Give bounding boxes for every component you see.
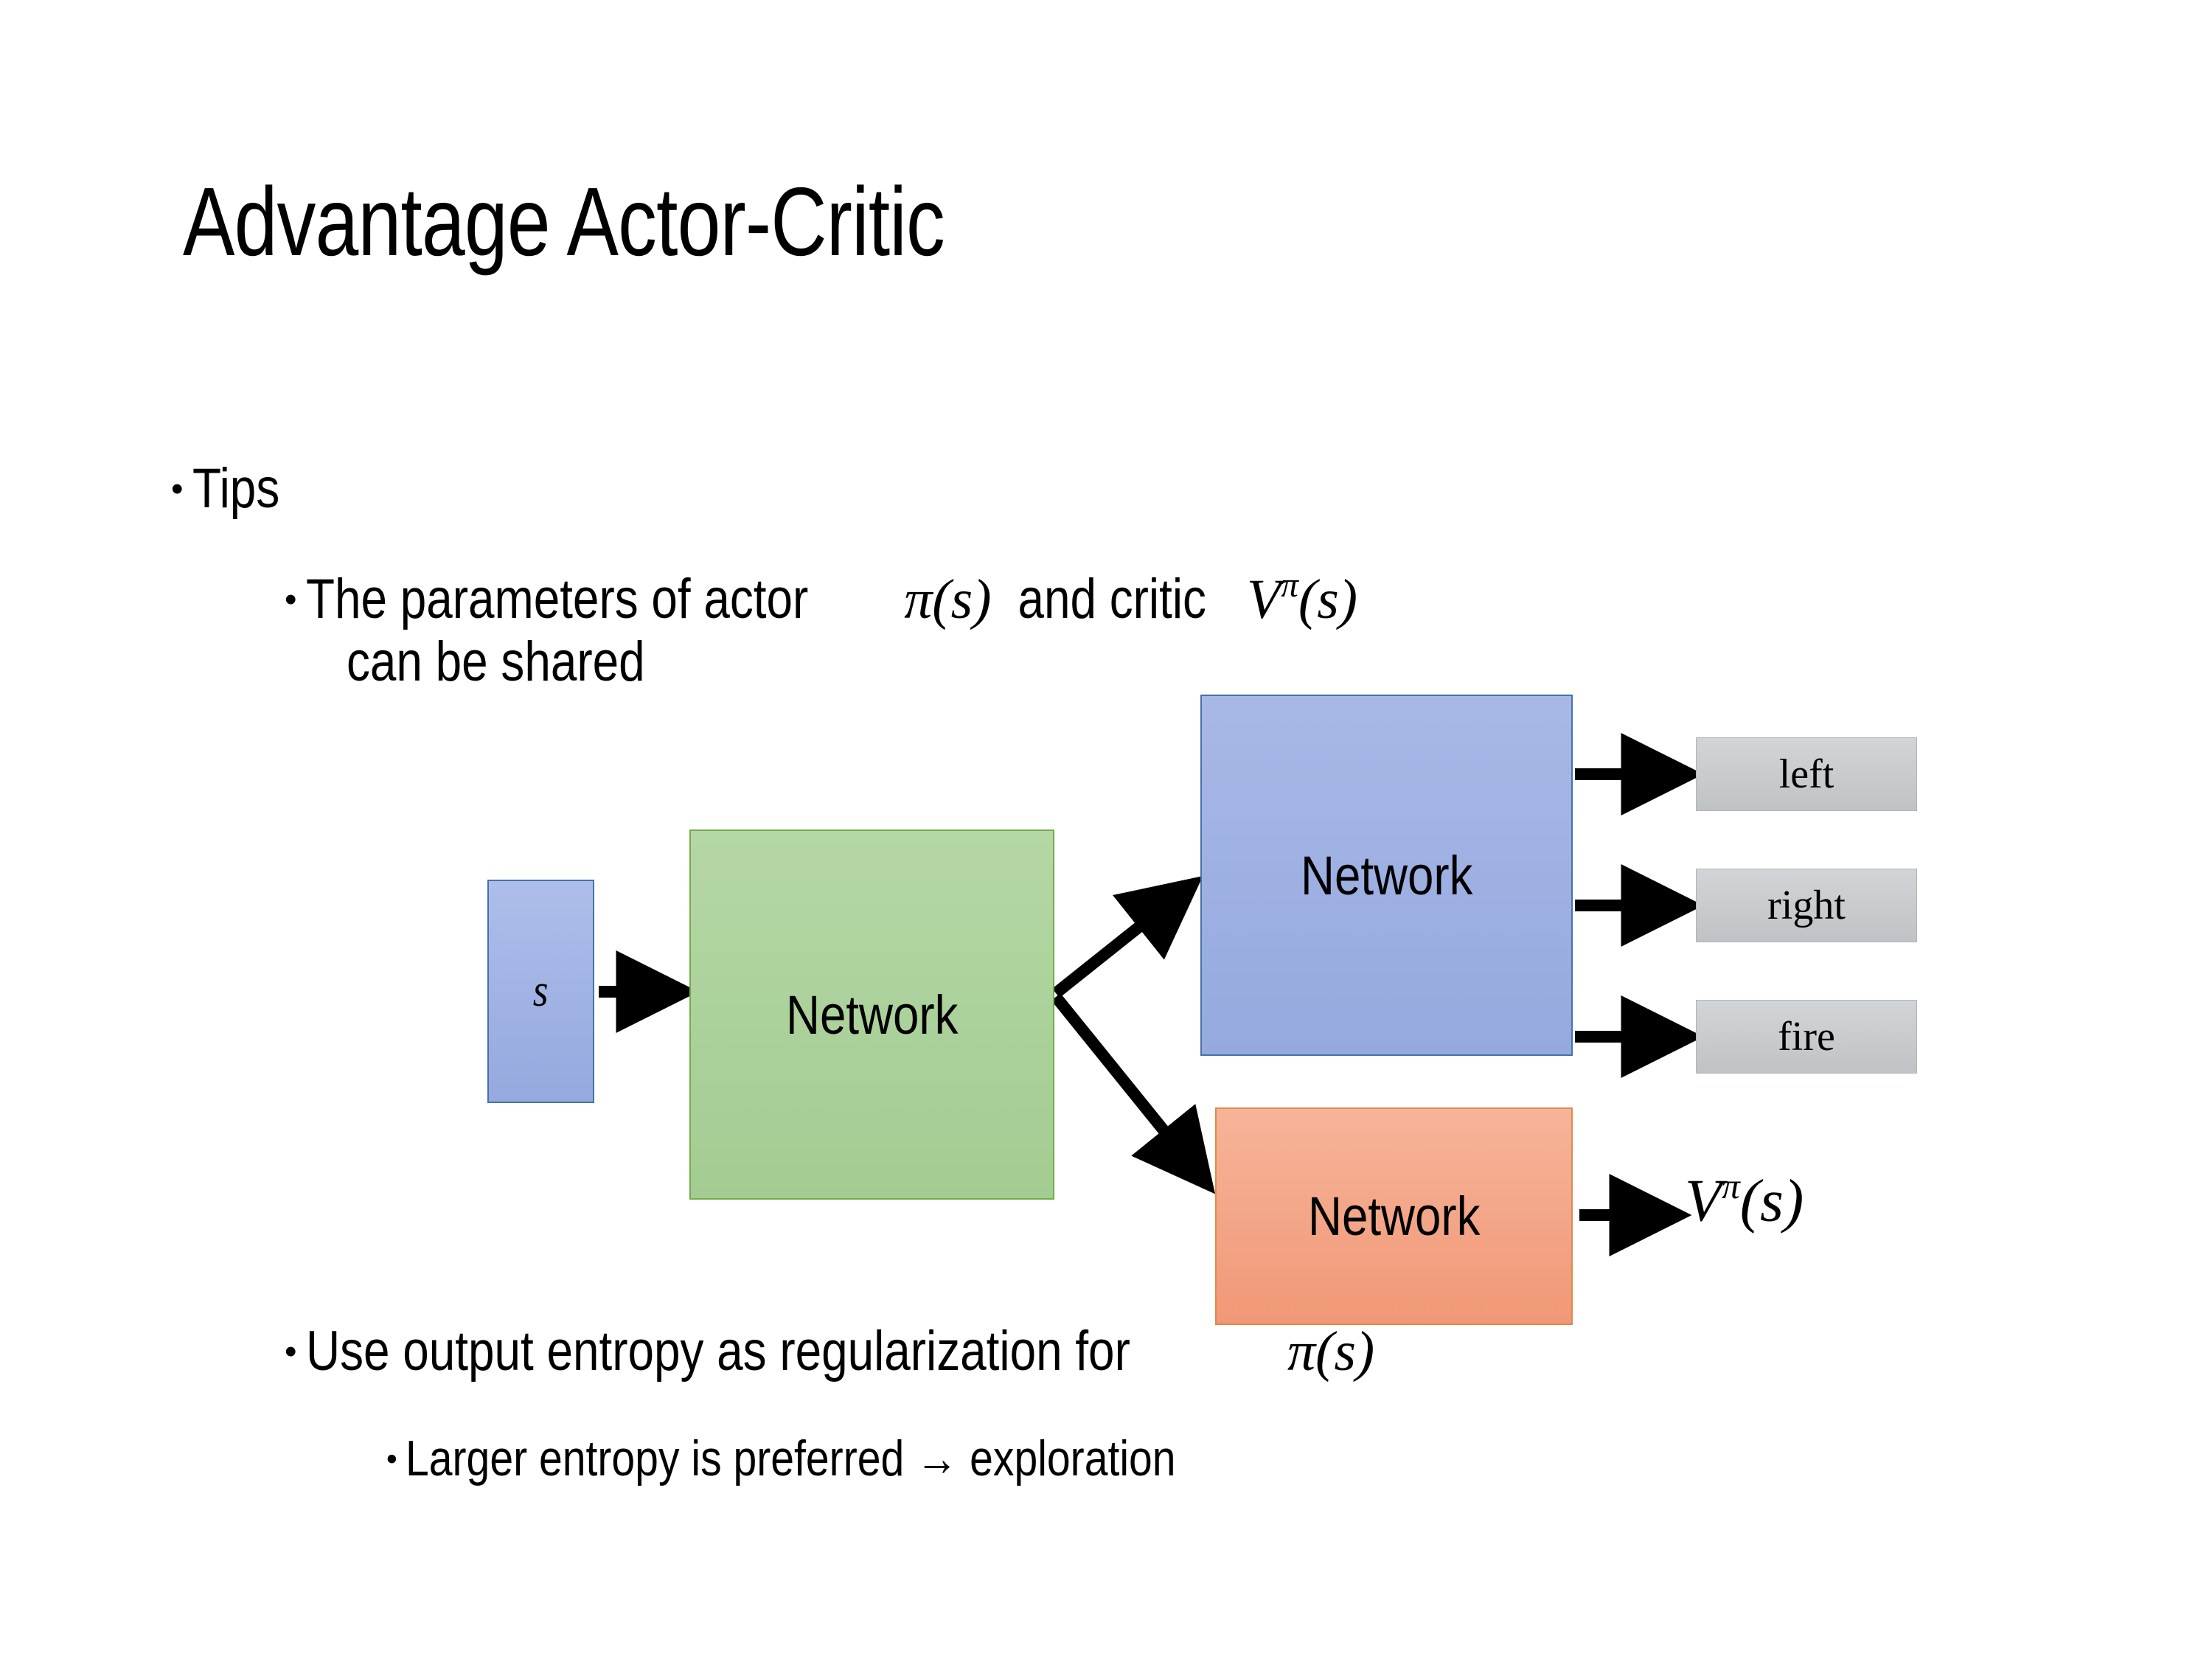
math-pi-of-s: π(s) (904, 568, 992, 631)
node-actor-network[interactable]: Network (1200, 695, 1573, 1056)
bullet-glyph: • (171, 468, 184, 508)
bullet-glyph: • (285, 579, 297, 619)
math-pi-of-s: π(s) (1287, 1321, 1375, 1382)
node-state[interactable]: s (487, 880, 594, 1103)
bullet-output-entropy: •Use output entropy as regularization fo… (285, 1320, 1374, 1384)
node-shared-network[interactable]: Network (689, 830, 1054, 1200)
bullet-params-middle: and critic (991, 568, 1206, 631)
bullet-tips-label: Tips (192, 457, 280, 520)
node-state-label: s (533, 966, 549, 1016)
node-critic-network-label: Network (1307, 1186, 1481, 1247)
bullet-glyph: • (285, 1331, 297, 1371)
page-title: Advantage Actor-Critic (183, 167, 945, 276)
bullet-glyph: • (386, 1441, 397, 1476)
bullet-tips: •Tips (171, 457, 296, 521)
bullet-larger-entropy-label: Larger entropy is preferred → exploratio… (406, 1430, 1176, 1486)
value-function-output: Vπ(s) (1685, 1165, 1804, 1236)
arrow-shared-to-actor (1052, 876, 1203, 998)
node-shared-network-label: Network (785, 984, 959, 1046)
bullet-can-be-shared-label: can be shared (347, 630, 645, 693)
bullet-entropy-text: Use output entropy as regularization for (306, 1320, 1131, 1382)
bullet-shared-parameters-line2: can be shared (347, 630, 702, 695)
math-v-superscript-pi: π (1281, 566, 1298, 605)
value-base: V (1685, 1166, 1722, 1234)
arrow-shared-to-critic (1051, 992, 1216, 1194)
bullet-params-text: The parameters of actor (306, 568, 809, 631)
math-v-base: V (1246, 568, 1281, 631)
node-action-right[interactable]: right (1696, 869, 1917, 942)
math-v-arg: (s) (1298, 568, 1358, 631)
node-action-left-label: left (1778, 751, 1834, 797)
value-superscript-pi: π (1722, 1166, 1740, 1206)
value-arg: (s) (1739, 1166, 1804, 1234)
node-action-fire-label: fire (1778, 1014, 1835, 1060)
node-action-right-label: right (1767, 883, 1846, 928)
node-action-fire[interactable]: fire (1696, 1000, 1917, 1074)
bullet-larger-entropy: • Larger entropy is preferred → explorati… (386, 1430, 1323, 1488)
bullet-shared-parameters: •The parameters of actor π(s) and critic… (285, 566, 1357, 632)
node-action-left[interactable]: left (1696, 737, 1917, 811)
node-actor-network-label: Network (1300, 844, 1473, 906)
node-critic-network[interactable]: Network (1215, 1107, 1573, 1325)
